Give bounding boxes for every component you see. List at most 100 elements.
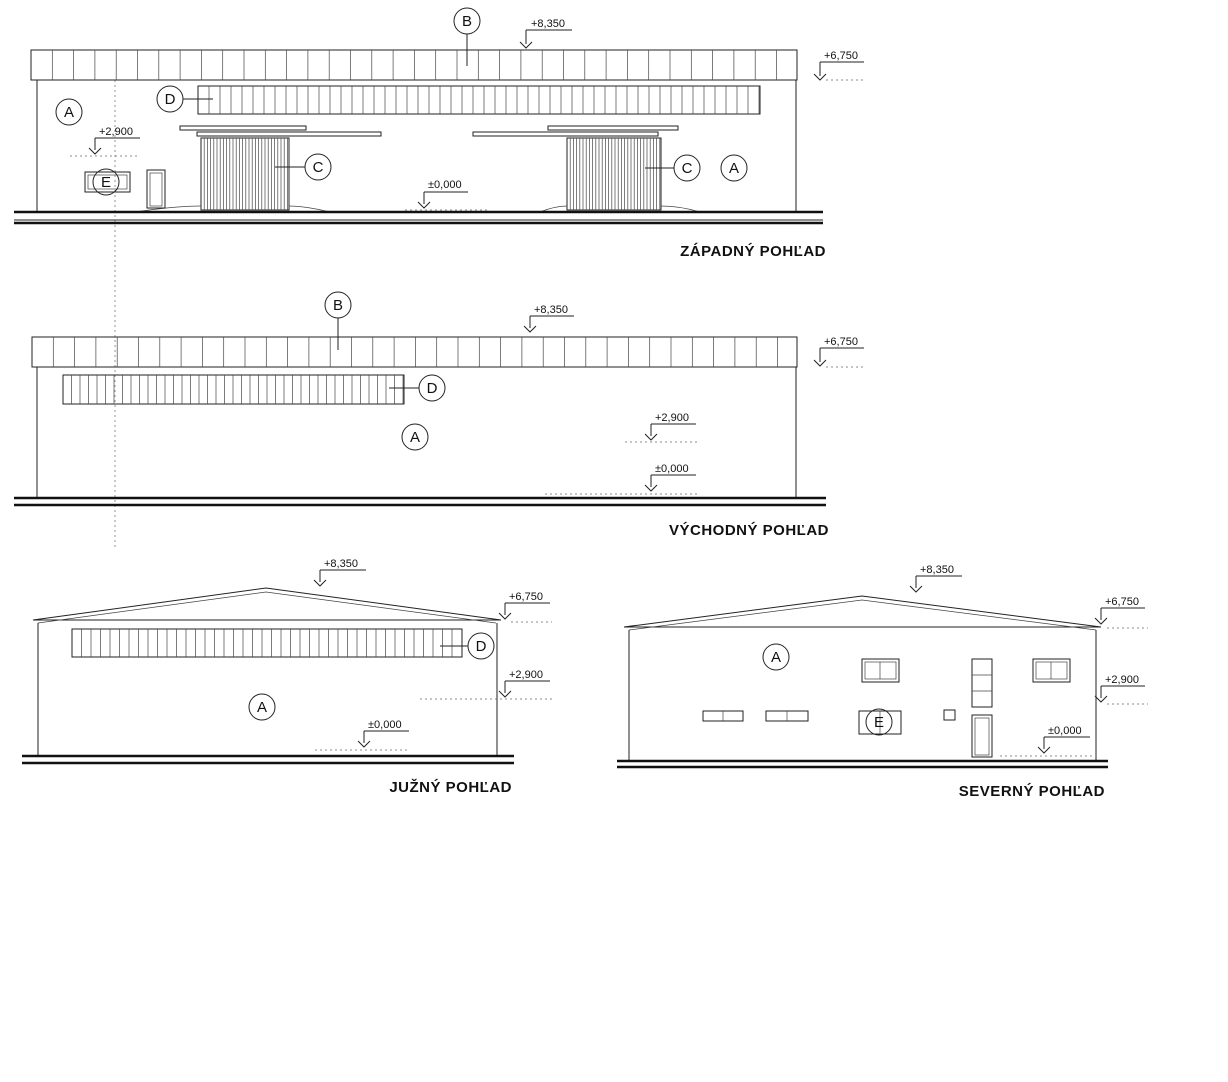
west-gate-2-ribs bbox=[569, 138, 661, 210]
svg-text:E: E bbox=[874, 714, 884, 731]
west-level-top: +8,350 bbox=[519, 18, 572, 49]
west-callout-cladding: A bbox=[55, 98, 83, 126]
north-door bbox=[971, 714, 993, 758]
west-callout-gate-1: C bbox=[275, 153, 332, 181]
east-strip-ribs bbox=[71, 375, 404, 404]
south-level-mid-label: +2,900 bbox=[509, 669, 543, 681]
east-elevation: +8,350 +6,750 +2,900 ±0,000 B bbox=[14, 291, 866, 539]
west-roof-ribs bbox=[51, 50, 777, 80]
west-gate-1-ribs bbox=[203, 138, 288, 210]
west-level-mid-label: +2,900 bbox=[99, 126, 133, 138]
east-level-eave-label: +6,750 bbox=[824, 336, 858, 348]
west-title: ZÁPADNÝ POHĽAD bbox=[680, 242, 826, 260]
east-level-mid-label: +2,900 bbox=[655, 412, 689, 424]
svg-text:B: B bbox=[462, 13, 472, 30]
west-window-glass bbox=[87, 174, 128, 190]
north-level-mid: +2,900 bbox=[1094, 674, 1148, 705]
north-stair-window bbox=[971, 658, 993, 708]
west-window bbox=[84, 171, 131, 193]
svg-text:A: A bbox=[410, 429, 420, 446]
north-callout-window: E bbox=[865, 708, 893, 736]
north-gable-inner bbox=[628, 599, 1097, 631]
south-strip-ribs bbox=[81, 629, 453, 657]
west-level-ground: ±0,000 bbox=[405, 179, 490, 211]
east-level-ground: ±0,000 bbox=[545, 463, 700, 495]
west-elevation: +8,350 +6,750 +2,900 ±0,000 B bbox=[14, 7, 866, 260]
south-level-ground-label: ±0,000 bbox=[368, 719, 402, 731]
north-window-upper-right bbox=[1032, 658, 1071, 683]
west-level-eave-label: +6,750 bbox=[824, 50, 858, 62]
west-level-eave: +6,750 bbox=[813, 50, 866, 81]
west-strip-window bbox=[197, 85, 761, 115]
north-level-top-label: +8,350 bbox=[920, 564, 954, 576]
east-callout-strip: D bbox=[389, 374, 446, 402]
south-level-mid: +2,900 bbox=[420, 669, 552, 700]
svg-text:C: C bbox=[313, 159, 324, 176]
north-level-eave-label: +6,750 bbox=[1105, 596, 1139, 608]
south-callout-cladding: A bbox=[248, 693, 276, 721]
south-level-top-label: +8,350 bbox=[324, 558, 358, 570]
north-callout-cladding: A bbox=[762, 643, 790, 671]
svg-text:A: A bbox=[64, 104, 74, 121]
west-level-mid: +2,900 bbox=[70, 126, 140, 157]
north-window-upper-left bbox=[861, 658, 900, 683]
west-canopy-2b bbox=[547, 125, 679, 131]
east-title: VÝCHODNÝ POHĽAD bbox=[669, 521, 829, 539]
svg-text:D: D bbox=[427, 380, 438, 397]
east-callout-roof: B bbox=[324, 291, 352, 350]
west-roof-band bbox=[30, 49, 798, 81]
east-level-ground-label: ±0,000 bbox=[655, 463, 689, 475]
south-gable-inner bbox=[37, 591, 497, 624]
west-canopy-2a bbox=[472, 131, 659, 137]
west-door-leaf bbox=[149, 172, 163, 207]
east-level-eave: +6,750 bbox=[813, 336, 866, 368]
south-level-eave: +6,750 bbox=[498, 591, 552, 623]
east-level-top: +8,350 bbox=[523, 304, 574, 333]
south-elevation: +8,350 +6,750 +2,900 ±0,000 D bbox=[22, 558, 552, 796]
north-level-mid-label: +2,900 bbox=[1105, 674, 1139, 686]
east-roof-ribs bbox=[52, 337, 778, 367]
west-gate-2 bbox=[566, 137, 662, 211]
south-level-top: +8,350 bbox=[313, 558, 366, 587]
west-callout-strip: D bbox=[156, 85, 213, 113]
svg-text:C: C bbox=[682, 160, 693, 177]
west-callout-roof: B bbox=[453, 7, 481, 66]
svg-text:D: D bbox=[165, 91, 176, 108]
svg-text:E: E bbox=[101, 174, 111, 191]
svg-text:A: A bbox=[729, 160, 739, 177]
west-door bbox=[146, 169, 166, 209]
west-callout-cladding-2: A bbox=[720, 154, 748, 182]
west-level-ground-label: ±0,000 bbox=[428, 179, 462, 191]
west-canopy-1a bbox=[179, 125, 307, 131]
west-strip-ribs bbox=[208, 86, 760, 114]
north-title: SEVERNÝ POHĽAD bbox=[959, 782, 1105, 800]
south-level-ground: ±0,000 bbox=[315, 719, 410, 751]
east-level-mid: +2,900 bbox=[625, 412, 700, 443]
east-strip-window bbox=[62, 374, 405, 405]
north-level-ground: ±0,000 bbox=[1000, 725, 1092, 757]
west-callout-gate-2: C bbox=[645, 154, 701, 182]
svg-text:D: D bbox=[476, 638, 487, 655]
south-level-eave-label: +6,750 bbox=[509, 591, 543, 603]
south-callout-strip: D bbox=[440, 632, 495, 660]
west-level-top-label: +8,350 bbox=[531, 18, 565, 30]
east-callout-cladding: A bbox=[401, 423, 429, 451]
north-level-eave: +6,750 bbox=[1094, 596, 1148, 629]
south-title: JUŽNÝ POHĽAD bbox=[389, 778, 512, 796]
west-gate-1 bbox=[200, 137, 290, 211]
south-gable-outline bbox=[32, 587, 502, 621]
east-level-top-label: +8,350 bbox=[534, 304, 568, 316]
north-small-window bbox=[943, 709, 956, 721]
west-canopy-1b bbox=[196, 131, 382, 137]
north-elevation: +8,350 +6,750 +2,900 ±0,000 A bbox=[617, 564, 1148, 800]
south-strip-window bbox=[71, 628, 463, 658]
west-callout-window: E bbox=[92, 168, 120, 196]
north-level-ground-label: ±0,000 bbox=[1048, 725, 1082, 737]
east-roof-band bbox=[31, 336, 798, 368]
north-level-top: +8,350 bbox=[909, 564, 962, 593]
svg-text:A: A bbox=[771, 649, 781, 666]
svg-text:A: A bbox=[257, 699, 267, 716]
north-gable-outline bbox=[623, 595, 1102, 628]
